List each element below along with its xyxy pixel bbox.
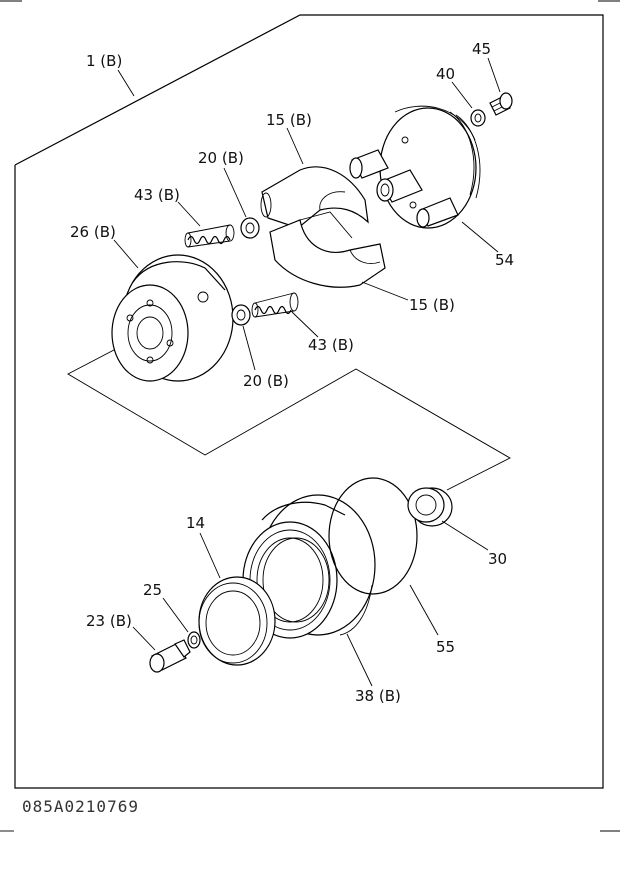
- leader-23: [132, 626, 156, 651]
- part-25-washer: [187, 631, 201, 649]
- leader-20b: [242, 325, 256, 371]
- callout-1: 1 (B): [86, 52, 122, 70]
- leader-15a: [286, 127, 304, 165]
- part-15-shoe-lower: [269, 211, 386, 288]
- leader-40: [451, 81, 473, 109]
- part-26-housing: [111, 254, 234, 382]
- callout-40: 40: [436, 65, 455, 83]
- callout-23: 23 (B): [86, 612, 132, 630]
- leader-1: [117, 69, 135, 97]
- part-55-oring: [328, 477, 418, 595]
- assembly-frame: [14, 14, 604, 789]
- leader-15b: [361, 281, 409, 301]
- callout-55: 55: [436, 638, 455, 656]
- callout-20a: 20 (B): [198, 149, 244, 167]
- callout-15b: 15 (B): [409, 296, 455, 314]
- part-20-washer-upper: [240, 217, 260, 239]
- leader-45: [487, 57, 501, 93]
- callout-15a: 15 (B): [266, 111, 312, 129]
- callout-54: 54: [495, 251, 514, 269]
- corner-marks: [0, 0, 620, 832]
- part-14-ring: [198, 576, 276, 666]
- part-45-screw: [489, 92, 513, 116]
- callout-43b: 43 (B): [308, 336, 354, 354]
- part-40-washer: [470, 109, 486, 127]
- callout-25: 25: [143, 581, 162, 599]
- callout-14: 14: [186, 514, 205, 532]
- drawing-number: 085A0210769: [22, 797, 139, 816]
- part-43-spring-upper: [184, 224, 235, 248]
- part-30-bearing: [407, 487, 453, 527]
- leader-43a: [177, 201, 201, 227]
- leader-54: [461, 221, 499, 253]
- callout-labels: 1 (B) 45 40 15 (B) 20 (B) 43 (B) 26 (B) …: [70, 40, 514, 705]
- leader-14: [199, 532, 221, 579]
- callout-26: 26 (B): [70, 223, 116, 241]
- callout-20b: 20 (B): [243, 372, 289, 390]
- part-54-cover: [349, 105, 481, 229]
- upper-group-bracket: [67, 339, 511, 491]
- part-20-washer-lower: [231, 304, 251, 326]
- leader-30: [441, 520, 489, 551]
- leader-26: [113, 239, 139, 269]
- part-23-plug: [149, 639, 191, 673]
- leader-55: [409, 584, 439, 636]
- part-15-shoe-upper: [260, 166, 369, 229]
- callout-43a: 43 (B): [134, 186, 180, 204]
- part-43-spring-lower: [251, 292, 299, 318]
- callout-45: 45: [472, 40, 491, 58]
- callout-38: 38 (B): [355, 687, 401, 705]
- leader-38: [346, 633, 373, 687]
- leader-25: [162, 597, 189, 633]
- callout-30: 30: [488, 550, 507, 568]
- leader-20a: [223, 167, 247, 218]
- leader-43b: [291, 311, 319, 338]
